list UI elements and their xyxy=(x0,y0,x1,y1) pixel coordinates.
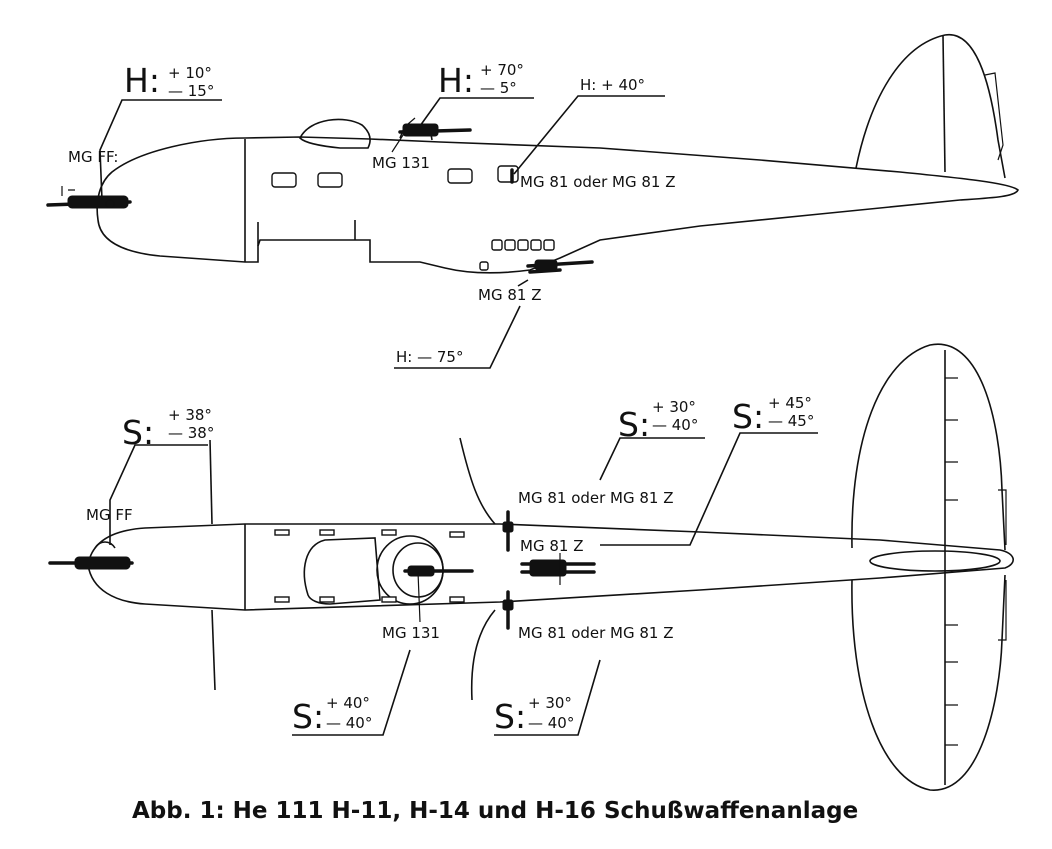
top-nose-leader xyxy=(109,444,208,545)
side-dorsal-weapon-leader xyxy=(391,131,406,153)
side-ventral-leader xyxy=(394,279,529,369)
top-waist-gun-lower xyxy=(502,590,514,630)
top-ventral-gun xyxy=(520,559,596,577)
top-dorsal-canopy xyxy=(303,537,381,605)
side-nose-weapon: MG FF: xyxy=(68,148,118,166)
top-ventral-leader xyxy=(600,432,818,546)
top-nose-right: — 38° xyxy=(168,424,214,442)
side-gondola-window-3 xyxy=(517,239,529,251)
top-waist-right-right: — 40° xyxy=(528,714,574,732)
side-dorsal-weapon: MG 131 xyxy=(372,154,430,172)
side-dorsal-leader xyxy=(419,97,534,127)
top-tailplane xyxy=(851,343,1006,791)
side-rudder-tab xyxy=(984,72,1004,161)
side-ventral-gun xyxy=(526,259,594,274)
top-wing-trailing-upper xyxy=(459,437,496,525)
top-waist-left-left: + 30° xyxy=(652,398,696,416)
top-fuselage-outline xyxy=(87,523,1014,611)
side-nose-leader xyxy=(99,99,222,201)
top-hatch-marks xyxy=(274,529,465,603)
top-waist-left-right: — 40° xyxy=(652,416,698,434)
side-dorsal-letter: H: xyxy=(438,61,474,100)
side-tail-fin xyxy=(855,34,1006,179)
top-waist-right-leader xyxy=(494,659,601,736)
top-dorsal-right: — 40° xyxy=(326,714,372,732)
top-dorsal-leader xyxy=(292,649,411,736)
top-elevator-tab-lower xyxy=(998,580,1007,641)
top-ventral-right: — 45° xyxy=(768,412,814,430)
side-waist-leader xyxy=(513,95,665,175)
top-wing-root-upper xyxy=(209,439,213,525)
side-window-3 xyxy=(447,168,473,184)
top-nose-gun xyxy=(48,541,134,570)
top-waist-right-weapon: MG 81 oder MG 81 Z xyxy=(518,624,674,642)
side-nose-gun xyxy=(46,186,132,209)
top-ventral-weapon: MG 81 Z xyxy=(520,537,583,555)
top-dorsal-weapon-tick xyxy=(417,571,421,623)
top-wing-trailing-lower xyxy=(470,609,496,701)
side-window-1 xyxy=(271,172,297,188)
top-dorsal-letter: S: xyxy=(292,697,324,736)
side-dorsal-down: — 5° xyxy=(480,79,517,97)
side-ventral-weapon: MG 81 Z xyxy=(478,286,541,304)
top-waist-left-leader xyxy=(599,437,705,481)
top-tail-oval xyxy=(869,550,1001,572)
top-ventral-left: + 45° xyxy=(768,394,812,412)
side-nose-down: — 15° xyxy=(168,82,214,100)
side-gondola-window-2 xyxy=(504,239,516,251)
top-waist-right-letter: S: xyxy=(494,697,526,736)
side-dorsal-up: + 70° xyxy=(480,61,524,79)
top-nose-weapon: MG FF xyxy=(86,506,133,524)
side-window-2 xyxy=(317,172,343,188)
side-gondola-window-1 xyxy=(491,239,503,251)
side-dorsal-gun xyxy=(398,117,472,137)
top-ventral-letter: S: xyxy=(732,397,764,436)
top-dorsal-left: + 40° xyxy=(326,694,370,712)
top-nose-letter: S: xyxy=(122,413,154,452)
top-dorsal-weapon: MG 131 xyxy=(382,624,440,642)
top-rib-marks xyxy=(945,377,958,746)
side-waist-weapon: MG 81 oder MG 81 Z xyxy=(520,173,676,191)
top-nose-left: + 38° xyxy=(168,406,212,424)
top-waist-gun-upper xyxy=(502,510,514,552)
side-waist-value: H: + 40° xyxy=(580,76,645,94)
top-wing-root-lower xyxy=(211,609,216,691)
side-gondola-window-5 xyxy=(543,239,555,251)
figure-caption: Abb. 1: He 111 H-11, H-14 und H-16 Schuß… xyxy=(132,798,858,824)
side-nose-letter: H: xyxy=(124,61,160,100)
side-view: H: + 10° — 15° MG FF: H: + 70° — 5° MG 1… xyxy=(46,34,1019,369)
top-elevator-tab-upper xyxy=(998,489,1007,545)
top-view: S: + 38° — 38° MG FF S: + 30° — 40° MG 8… xyxy=(48,343,1014,791)
top-waist-left-weapon: MG 81 oder MG 81 Z xyxy=(518,489,674,507)
side-dorsal-canopy xyxy=(299,118,371,149)
top-dorsal-gun xyxy=(403,565,474,577)
side-nose-up: + 10° xyxy=(168,64,212,82)
side-gondola-window-6 xyxy=(479,261,489,271)
side-gondola-window-4 xyxy=(530,239,542,251)
side-rudder-line xyxy=(942,35,946,173)
top-waist-right-left: + 30° xyxy=(528,694,572,712)
side-ventral-value: H: — 75° xyxy=(396,348,463,366)
side-fuselage-outline xyxy=(96,136,1019,274)
